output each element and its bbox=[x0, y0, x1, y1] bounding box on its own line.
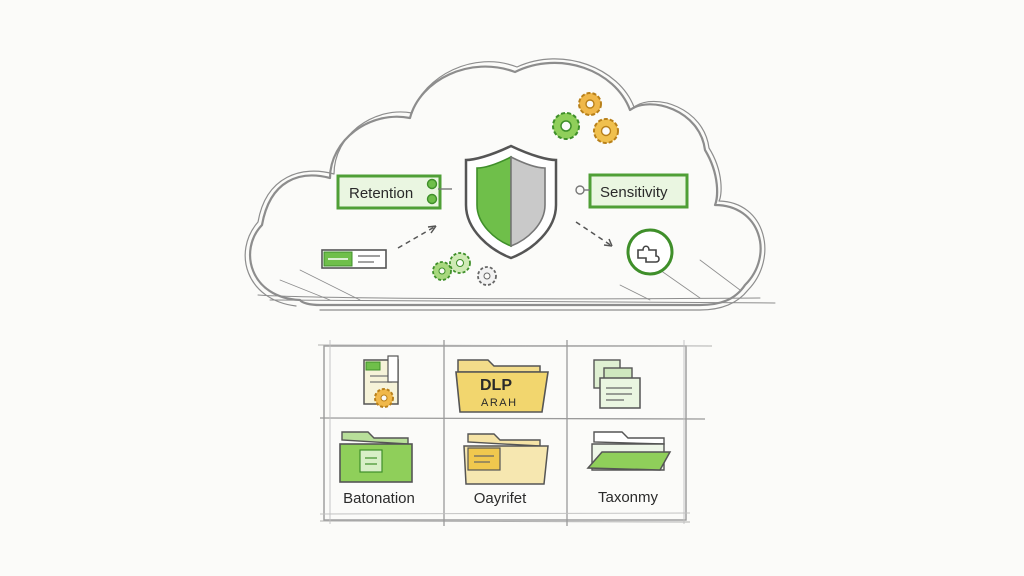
dlp-folder-subtitle: ARAH bbox=[481, 397, 518, 409]
dlp-folder-title: DLP bbox=[480, 377, 512, 394]
dashed-arrow-right bbox=[575, 221, 613, 247]
stacked-documents-icon bbox=[593, 359, 641, 409]
sensitivity-label: Sensitivity bbox=[600, 184, 668, 201]
green-folder-icon bbox=[339, 431, 413, 483]
gear-cluster-bottom-icon bbox=[432, 252, 497, 286]
retention-label: Retention bbox=[349, 185, 413, 202]
sensitivity-label-box: Sensitivity bbox=[575, 173, 689, 209]
green-folder-caption: Batonation bbox=[343, 490, 415, 507]
dashed-arrow-left bbox=[397, 225, 437, 249]
open-folder-caption: Taxonmy bbox=[598, 489, 659, 506]
gear-cluster-top-icon bbox=[552, 92, 619, 144]
file-grid bbox=[317, 340, 713, 526]
retention-label-box: Retention bbox=[336, 174, 452, 210]
yellow-folder-icon bbox=[463, 433, 549, 485]
document-gear-icon bbox=[363, 355, 399, 408]
tag-icon bbox=[321, 249, 387, 269]
dlp-folder-icon: DLP ARAH bbox=[455, 359, 549, 413]
cloud-outline bbox=[244, 58, 776, 311]
yellow-folder-caption: Oayrifet bbox=[474, 490, 527, 507]
puzzle-circle-icon bbox=[626, 228, 674, 276]
shield-icon bbox=[464, 144, 558, 260]
open-folder-icon bbox=[586, 431, 672, 471]
